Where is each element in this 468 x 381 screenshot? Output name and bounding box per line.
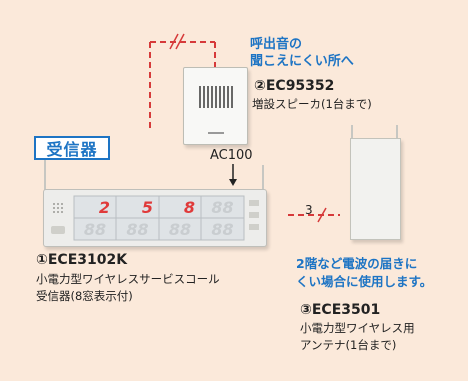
antenna-desc-line1: 小電力型ワイヤレス用 bbox=[300, 321, 415, 335]
antenna-unit bbox=[350, 138, 401, 240]
extension-speaker bbox=[183, 67, 248, 145]
antenna-desc: 小電力型ワイヤレス用 アンテナ(1台まで) bbox=[300, 320, 415, 354]
display-digit-1: 2 bbox=[98, 197, 110, 217]
display-digit-2: 5 bbox=[141, 197, 153, 217]
display-digit-6: 88 bbox=[126, 219, 149, 239]
antenna-note-line2: くい場合に使用します。 bbox=[296, 274, 433, 289]
power-arrow-head bbox=[229, 179, 237, 186]
display-digit-5: 88 bbox=[83, 219, 107, 239]
speaker-note-line2: 聞こえにくい所へ bbox=[250, 54, 354, 69]
speaker-model: ②EC95352 bbox=[254, 78, 335, 94]
receiver-display bbox=[51, 195, 259, 241]
speaker-desc: 増設スピーカ(1台まで) bbox=[252, 97, 372, 111]
antenna-model: ③ECE3501 bbox=[300, 302, 381, 318]
speaker-note: 呼出音の 聞こえにくい所へ bbox=[250, 36, 354, 70]
display-row-top: 2 5 8 88 bbox=[74, 196, 244, 218]
display-digit-4: 88 bbox=[211, 197, 234, 217]
receiver-label: 受信器 bbox=[34, 136, 110, 160]
speaker-note-line1: 呼出音の bbox=[250, 37, 303, 52]
antenna-desc-line2: アンテナ(1台まで) bbox=[300, 338, 397, 352]
receiver-desc-line2: 受信器(8窓表示付) bbox=[36, 289, 133, 303]
receiver-unit: 2 5 8 88 88 88 88 88 bbox=[43, 189, 267, 247]
receiver-desc: 小電力型ワイヤレスサービスコール 受信器(8窓表示付) bbox=[36, 271, 220, 305]
antenna-cable-slash bbox=[317, 207, 327, 223]
speaker-cable-slash-2 bbox=[175, 33, 185, 50]
receiver-desc-line1: 小電力型ワイヤレスサービスコール bbox=[36, 272, 220, 286]
display-digit-3: 8 bbox=[183, 197, 195, 217]
speaker-cable-slash-1 bbox=[169, 33, 179, 50]
antenna-note-line1: 2階など電波の届きに bbox=[296, 256, 418, 271]
receiver-model: ①ECE3102K bbox=[36, 252, 128, 268]
display-row-bottom: 88 88 88 88 bbox=[74, 218, 244, 240]
antenna-cable-count: 3 bbox=[305, 203, 313, 217]
power-label: AC100 bbox=[210, 148, 253, 163]
speaker-grille bbox=[199, 86, 233, 134]
display-digit-8: 88 bbox=[211, 219, 234, 239]
receiver-grille-icon bbox=[53, 203, 63, 213]
display-digit-7: 88 bbox=[168, 219, 192, 239]
antenna-note: 2階など電波の届きに くい場合に使用します。 bbox=[296, 255, 432, 291]
